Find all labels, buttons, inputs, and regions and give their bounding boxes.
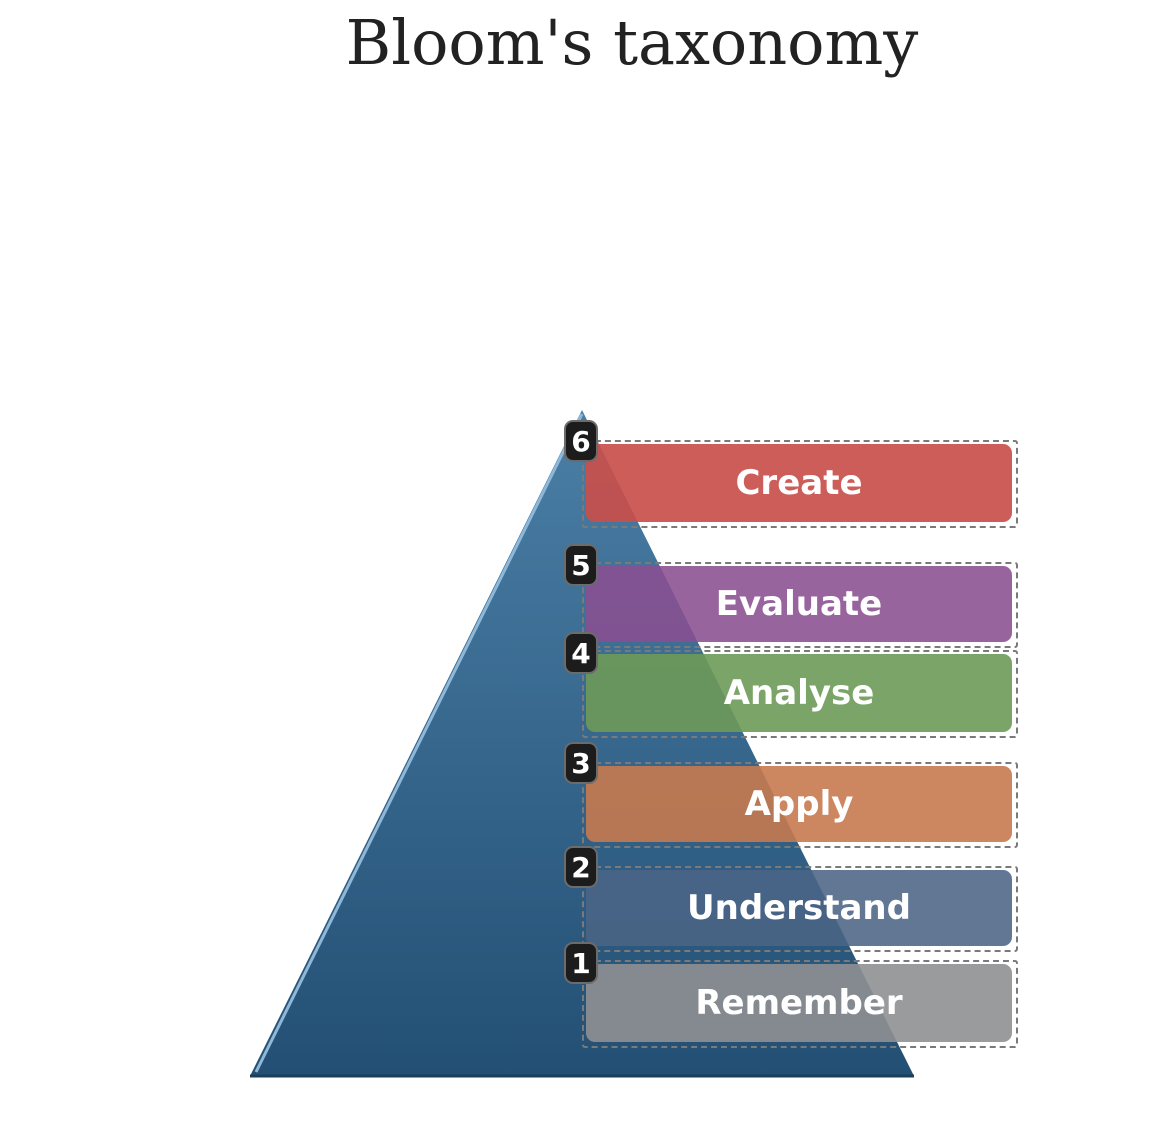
- level-number-badge: 3: [566, 744, 596, 782]
- level-evaluate[interactable]: Evaluate: [582, 562, 1018, 648]
- level-label: Create: [586, 444, 1012, 522]
- level-apply[interactable]: Apply: [582, 762, 1018, 848]
- level-label: Understand: [586, 870, 1012, 946]
- level-create[interactable]: Create: [582, 440, 1018, 528]
- level-number-badge: 4: [566, 634, 596, 672]
- level-number-badge: 1: [566, 944, 596, 982]
- level-label: Evaluate: [586, 566, 1012, 642]
- level-label: Remember: [586, 964, 1012, 1042]
- level-analyse[interactable]: Analyse: [582, 650, 1018, 738]
- level-understand[interactable]: Understand: [582, 866, 1018, 952]
- level-number-badge: 2: [566, 848, 596, 886]
- level-label: Apply: [586, 766, 1012, 842]
- level-number-badge: 6: [566, 422, 596, 460]
- page-title: Bloom's taxonomy: [345, 6, 919, 79]
- level-label: Analyse: [586, 654, 1012, 732]
- level-remember[interactable]: Remember: [582, 960, 1018, 1048]
- level-number-badge: 5: [566, 546, 596, 584]
